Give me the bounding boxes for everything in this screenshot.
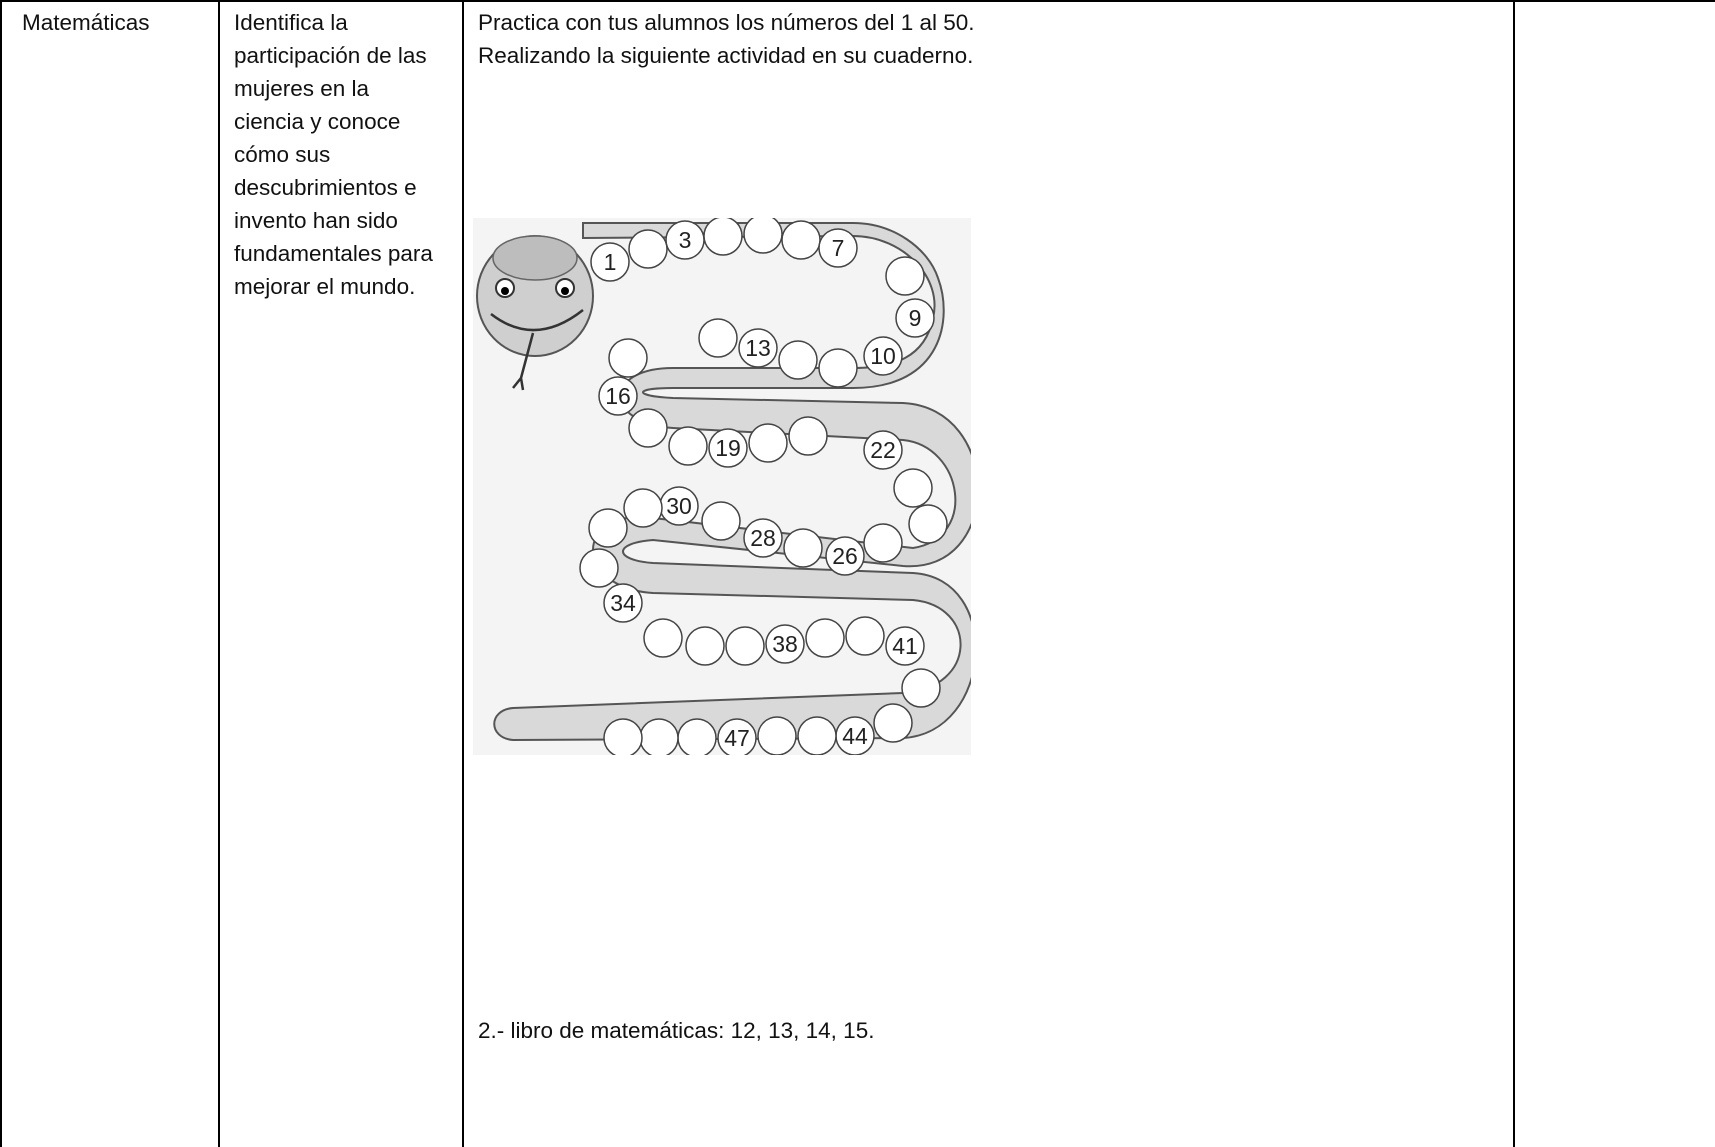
- number-circle: [765, 624, 805, 664]
- number-circle: [797, 716, 837, 755]
- number-circle: [579, 548, 619, 588]
- number-circle: [757, 716, 797, 755]
- circle-number-label: 30: [666, 493, 692, 519]
- circle-number-label: 10: [870, 343, 896, 369]
- number-circle: [677, 718, 717, 755]
- snake-tongue: [512, 332, 535, 391]
- number-circle: [628, 408, 668, 448]
- number-circle: [895, 298, 935, 338]
- number-circle: [725, 626, 765, 666]
- column-divider-1: [218, 0, 220, 1147]
- objective-cell: Identifica la participación de las mujer…: [234, 10, 433, 299]
- number-circle: [703, 218, 743, 256]
- number-circle: [845, 616, 885, 656]
- number-circle: [588, 508, 628, 548]
- number-circle: [639, 718, 679, 755]
- number-circle: [603, 718, 643, 755]
- snake-head-top: [492, 235, 578, 281]
- number-circle: [743, 518, 783, 558]
- number-circle: [603, 583, 643, 623]
- column-divider-2: [462, 0, 464, 1147]
- number-circle: [788, 416, 828, 456]
- number-circle: [643, 618, 683, 658]
- textbook-task: 2.- libro de matemáticas: 12, 13, 14, 15…: [478, 1018, 875, 1043]
- number-circle: [748, 423, 788, 463]
- number-circle: [901, 668, 941, 708]
- subject-cell: Matemáticas: [22, 10, 150, 35]
- circle-number-label: 47: [724, 725, 750, 751]
- number-circle: [598, 376, 638, 416]
- circle-number-label: 7: [832, 235, 845, 261]
- number-circle: [778, 340, 818, 380]
- number-circle: [701, 501, 741, 541]
- circle-number-label: 41: [892, 633, 918, 659]
- number-circle: [818, 348, 858, 388]
- number-circle: [708, 428, 748, 468]
- number-circle: [668, 426, 708, 466]
- number-circle: [863, 523, 903, 563]
- number-circle: [885, 626, 925, 666]
- number-circle: [863, 336, 903, 376]
- activity-instruction-line-2: Realizando la siguiente actividad en su …: [478, 43, 974, 68]
- number-circle: [590, 242, 630, 282]
- number-circle: [698, 318, 738, 358]
- circle-number-label: 38: [772, 631, 798, 657]
- snake-smile: [490, 309, 584, 332]
- number-circle: [738, 328, 778, 368]
- circle-number-label: 13: [745, 335, 771, 361]
- snake-left-pupil: [501, 287, 509, 295]
- table-left-border: [0, 0, 2, 1147]
- number-circle: [717, 718, 757, 755]
- circle-number-label: 19: [715, 435, 741, 461]
- number-circle: [623, 488, 663, 528]
- number-circle: [781, 220, 821, 260]
- circle-number-label: 34: [610, 590, 636, 616]
- number-circle: [743, 218, 783, 254]
- number-circle: [893, 468, 933, 508]
- number-circle: [908, 504, 948, 544]
- number-circle: [608, 338, 648, 378]
- circle-number-label: 1: [604, 249, 617, 275]
- circle-number-label: 3: [679, 227, 692, 253]
- number-circle: [685, 626, 725, 666]
- circle-number-label: 9: [909, 305, 922, 331]
- circle-number-label: 22: [870, 437, 896, 463]
- number-circle: [885, 256, 925, 296]
- column-divider-3: [1513, 0, 1515, 1147]
- number-circle: [863, 430, 903, 470]
- circle-number-label: 26: [832, 543, 858, 569]
- number-circle: [818, 228, 858, 268]
- activity-instruction-line-1: Practica con tus alumnos los números del…: [478, 10, 975, 35]
- circle-number-label: 44: [842, 723, 868, 749]
- number-circle: [628, 229, 668, 269]
- circle-number-label: 28: [750, 525, 776, 551]
- table-top-border: [0, 0, 1715, 2]
- circle-number-label: 16: [605, 383, 631, 409]
- number-circle: [805, 618, 845, 658]
- number-circle: [873, 703, 913, 743]
- snake-right-pupil: [561, 287, 569, 295]
- number-circle: [783, 528, 823, 568]
- number-circle: [825, 536, 865, 576]
